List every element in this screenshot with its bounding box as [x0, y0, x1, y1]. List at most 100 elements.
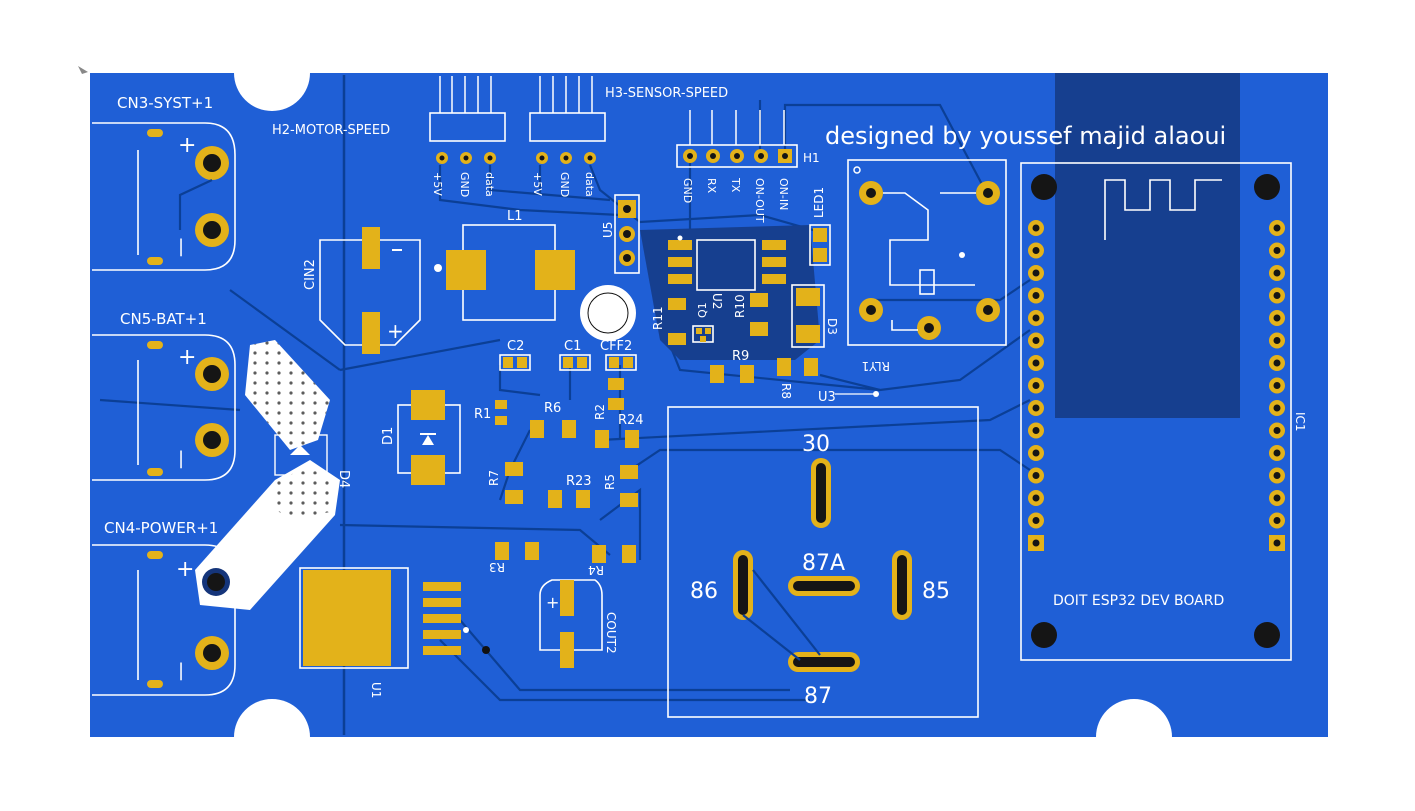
- esp32-pin-hole: [1273, 382, 1281, 389]
- esp32-pin-hole: [1273, 427, 1281, 434]
- cursor-icon: [78, 66, 88, 74]
- plus-mark-cn4: +: [176, 557, 194, 582]
- label-c1: C1: [564, 339, 581, 354]
- h3-pin-1: +5V: [531, 172, 544, 196]
- capacitor-cin2: [319, 227, 421, 354]
- plus-mark-cin2: +: [387, 319, 404, 343]
- label-u3: U3: [818, 390, 836, 405]
- esp32-pin-hole: [1032, 269, 1040, 277]
- label-r24: R24: [618, 413, 644, 428]
- label-r23: R23: [566, 474, 592, 489]
- esp32-pin-hole: [1273, 314, 1281, 322]
- h3-pin-2: GND: [558, 172, 571, 197]
- resistor-r2: [608, 378, 624, 410]
- esp32-pins-right: [1269, 220, 1285, 551]
- esp32-pin-hole: [1273, 337, 1281, 344]
- label-d4: D4: [336, 470, 351, 488]
- capacitor-cff2: [605, 354, 637, 371]
- label-r3: R3: [489, 560, 505, 574]
- label-d1: D1: [381, 427, 396, 445]
- regulator-u1: [299, 567, 490, 669]
- socket-pin-85: 85: [922, 579, 950, 604]
- esp32-module: [1020, 162, 1292, 661]
- esp32-pin-hole: [1032, 224, 1040, 232]
- h3-pin-3: data: [583, 172, 596, 197]
- label-cout2: COUT2: [604, 612, 618, 654]
- esp32-pin-hole: [1032, 472, 1040, 479]
- resistor-r24: [595, 430, 639, 448]
- h1-pin-4: ON-OUT: [753, 178, 766, 223]
- h2-pin-2: GND: [458, 172, 471, 197]
- label-h3: H3-SENSOR-SPEED: [605, 86, 728, 101]
- esp32-pin-hole: [1273, 449, 1281, 457]
- label-rly1: RLY1: [862, 359, 890, 373]
- esp32-pin-hole: [1273, 404, 1281, 412]
- label-h1: H1: [803, 151, 820, 165]
- header-h2: [429, 76, 506, 164]
- label-r9: R9: [732, 349, 749, 364]
- label-u5: U5: [601, 222, 615, 238]
- label-r2: R2: [593, 404, 607, 420]
- label-d3: D3: [825, 318, 839, 335]
- esp32-pin-hole: [1273, 359, 1281, 367]
- resistor-r10: [750, 293, 768, 336]
- esp32-antenna-area: [1055, 73, 1240, 418]
- label-h2: H2-MOTOR-SPEED: [272, 123, 390, 138]
- resistor-r5: [620, 465, 638, 507]
- label-l1: L1: [507, 209, 523, 224]
- resistor-r9: [710, 365, 754, 383]
- esp32-pin-hole: [1273, 224, 1281, 232]
- esp32-pin-hole: [1032, 404, 1040, 412]
- label-r1: R1: [474, 407, 491, 422]
- label-r11: R11: [651, 306, 665, 330]
- resistor-r7: [505, 462, 523, 504]
- label-u2: U2: [710, 293, 724, 309]
- esp32-pin-hole: [1032, 427, 1040, 434]
- esp32-pin-hole: [1273, 494, 1281, 502]
- mounting-hole-bottom-left: [234, 699, 310, 775]
- esp32-pin-hole: [1032, 449, 1040, 457]
- resistor-r4: [592, 545, 636, 563]
- minus-mark-cn3: |: [178, 236, 184, 257]
- h1-pin-2: RX: [705, 178, 718, 194]
- relay-socket: [667, 406, 979, 718]
- esp32-pin-hole: [1273, 472, 1281, 479]
- esp32-pin-hole: [1032, 494, 1040, 502]
- socket-pin-87a: 87A: [802, 551, 845, 576]
- credit-text: designed by youssef majid alaoui: [825, 122, 1226, 150]
- esp32-pin-hole: [1273, 517, 1281, 524]
- label-r6: R6: [544, 401, 561, 416]
- h1-pin-5: ON-IN: [777, 178, 790, 210]
- h1-pin-1: GND: [681, 178, 694, 203]
- label-cin2: CIN2: [303, 259, 318, 290]
- label-cn3: CN3-SYST+1: [117, 94, 213, 112]
- minus-mark-cn5: |: [178, 448, 184, 469]
- label-c2: C2: [507, 339, 524, 354]
- resistor-r6: [530, 420, 576, 438]
- label-esp32: DOIT ESP32 DEV BOARD: [1053, 593, 1224, 609]
- label-led1: LED1: [812, 187, 826, 218]
- label-cn5: CN5-BAT+1: [120, 310, 207, 328]
- esp32-pin-hole: [1273, 539, 1281, 547]
- exposed-pad-area: [195, 340, 340, 610]
- h1-pin-3: TX: [729, 177, 742, 193]
- mounting-hole-top-left: [234, 35, 310, 111]
- mounting-hole-bottom-right: [1096, 699, 1172, 775]
- h2-pin-1: +5V: [431, 172, 444, 196]
- esp32-pin-hole: [1032, 539, 1040, 547]
- capacitor-c2: [499, 354, 531, 371]
- esp32-pins-left: [1028, 220, 1044, 551]
- capacitor-cout2: [539, 579, 603, 668]
- relay-rly1: [847, 159, 1007, 346]
- esp32-pin-hole: [1273, 247, 1281, 254]
- plus-mark-cout2: +: [546, 593, 559, 612]
- label-r7: R7: [487, 470, 501, 486]
- diode-d1: [397, 390, 461, 485]
- label-cff2: CFF2: [600, 339, 632, 354]
- regulator-u5: [614, 194, 640, 274]
- socket-pin-86: 86: [690, 579, 718, 604]
- inductor-l1: [434, 224, 575, 321]
- esp32-pin-hole: [1032, 337, 1040, 344]
- esp32-pin-hole: [1032, 382, 1040, 389]
